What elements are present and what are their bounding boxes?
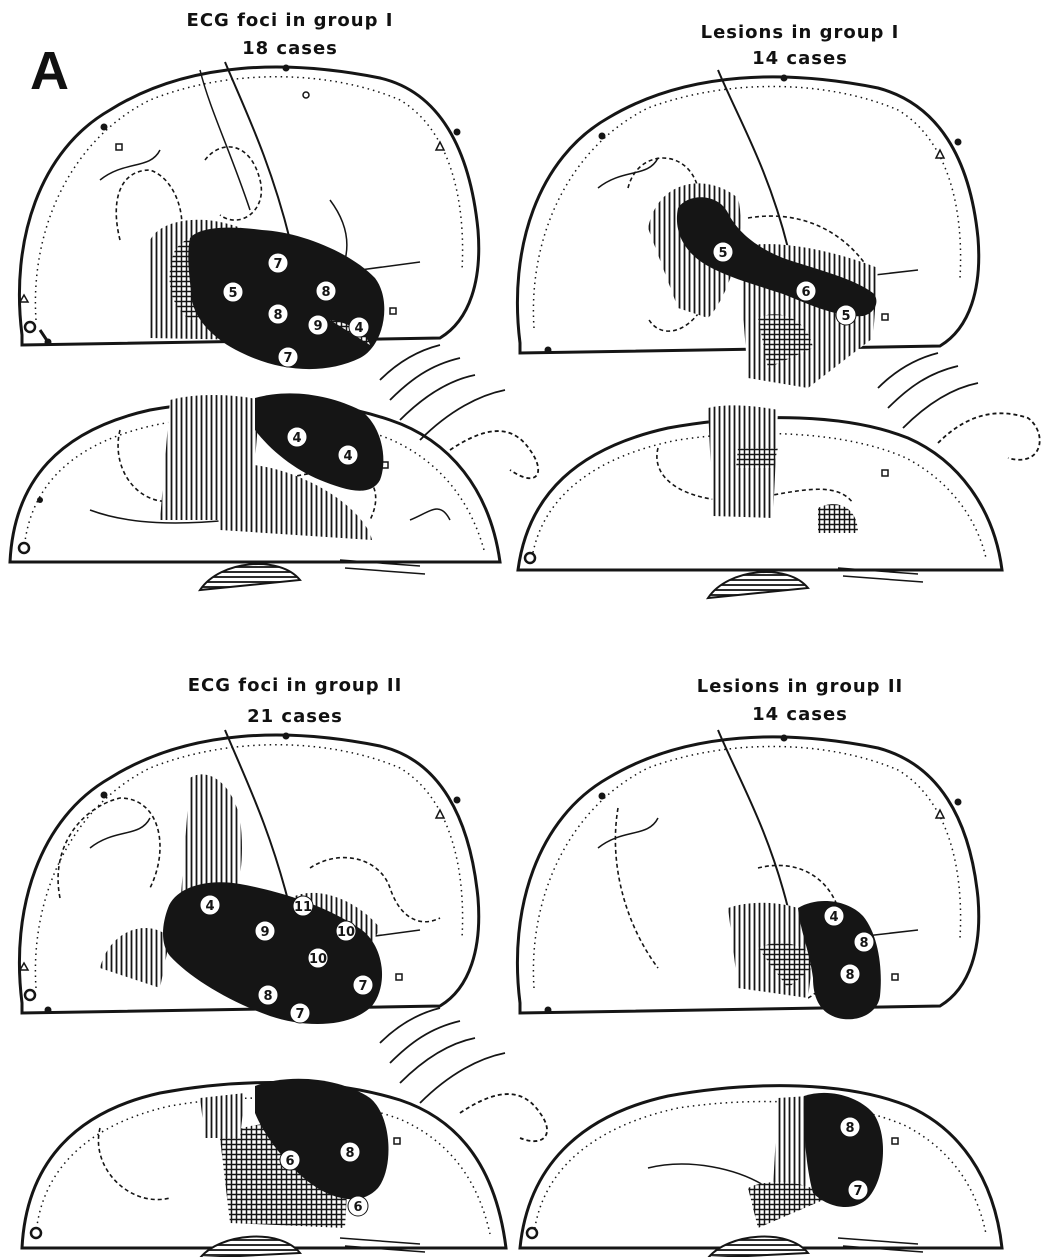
case-count-label: 7 xyxy=(295,1007,304,1022)
quadrant-g2-lesions: 4 8 8 8 7 xyxy=(517,730,1002,1257)
case-count-label: 8 xyxy=(263,989,272,1004)
case-count-label: 10 xyxy=(337,925,355,940)
case-count-label: 6 xyxy=(353,1200,362,1215)
quadrant-g2-ecg: 4 11 9 10 10 8 7 7 6 8 6 xyxy=(19,730,547,1257)
case-count-label: 7 xyxy=(853,1184,862,1199)
case-count-label: 6 xyxy=(801,285,810,300)
case-count-label: 8 xyxy=(273,308,282,323)
case-count-label: 9 xyxy=(313,319,322,334)
case-count-label: 4 xyxy=(205,899,214,914)
case-count-label: 4 xyxy=(829,910,838,925)
quadrant-g1-lesions: 5 6 5 xyxy=(517,70,1039,598)
case-count-label: 4 xyxy=(343,449,352,464)
case-count-label: 8 xyxy=(321,285,330,300)
case-count-label: 5 xyxy=(228,286,237,301)
case-count-label: 7 xyxy=(358,979,367,994)
medial-brain-outline xyxy=(520,1086,1002,1257)
case-count-label: 8 xyxy=(845,1121,854,1136)
case-count-label: 10 xyxy=(309,952,327,967)
case-count-label: 8 xyxy=(859,936,868,951)
case-count-label: 11 xyxy=(294,900,312,915)
case-count-label: 7 xyxy=(283,351,292,366)
case-count-label: 5 xyxy=(841,309,850,324)
case-count-label: 4 xyxy=(292,431,301,446)
case-count-label: 7 xyxy=(273,257,282,272)
case-count-label: 9 xyxy=(260,925,269,940)
case-count-label: 5 xyxy=(718,246,727,261)
case-count-label: 6 xyxy=(285,1154,294,1169)
case-count-label: 4 xyxy=(354,321,363,336)
case-count-label: 8 xyxy=(845,968,854,983)
quadrant-g1-ecg: 7 5 8 8 9 4 7 4 4 xyxy=(10,62,538,590)
case-count-label: 8 xyxy=(345,1146,354,1161)
